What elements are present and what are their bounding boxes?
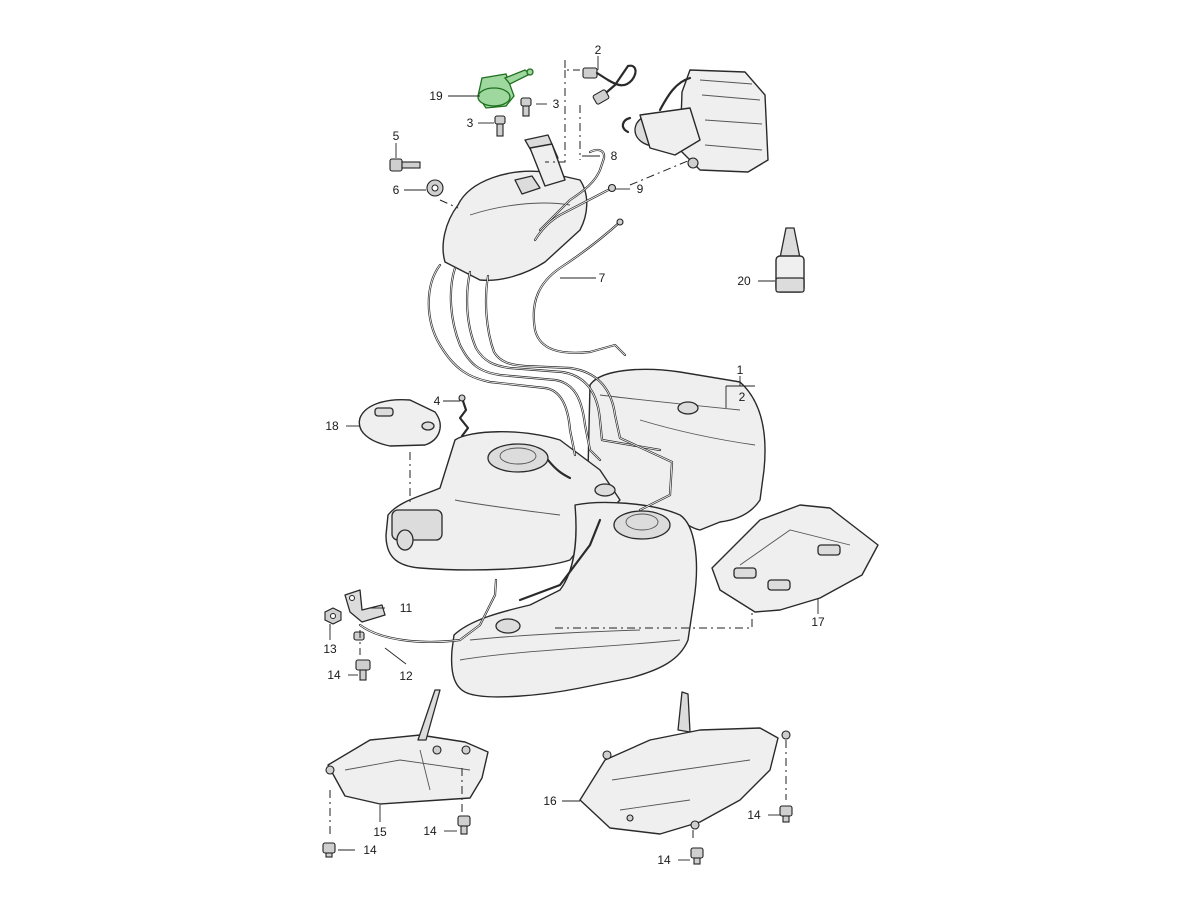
callout-3-right: 3	[553, 97, 560, 111]
clip-small-a[interactable]	[353, 631, 365, 641]
callout-5: 5	[393, 129, 400, 143]
sensor-cable-2[interactable]	[582, 64, 637, 105]
filler-pipe[interactable]	[524, 134, 566, 187]
callout-14-plate16-right: 14	[747, 808, 761, 822]
callout-13: 13	[323, 642, 337, 656]
callout-19: 19	[429, 89, 443, 103]
vent-line-8[interactable]	[538, 148, 606, 232]
skid-plate-15[interactable]	[325, 689, 489, 805]
callout-18: 18	[325, 419, 339, 433]
bolt-14d[interactable]	[779, 805, 793, 823]
hose-7[interactable]	[532, 218, 627, 357]
callout-14-plate16-bottom: 14	[657, 853, 671, 867]
callout-4: 4	[434, 394, 441, 408]
washer-6[interactable]	[426, 179, 444, 197]
nut-13[interactable]	[324, 607, 342, 625]
fuel-line-bundle[interactable]	[427, 263, 674, 602]
clip-4[interactable]	[458, 394, 470, 438]
callout-labels: 1 2 2 3 3 4 5 6 7 8 9 11 12 13 14 15 14 …	[323, 43, 825, 867]
heat-shield-17[interactable]	[711, 504, 879, 613]
callout-2-tank: 2	[739, 390, 746, 404]
callout-20: 20	[737, 274, 751, 288]
callout-7: 7	[599, 271, 606, 285]
callout-14-strap: 14	[327, 668, 341, 682]
callout-15: 15	[373, 825, 387, 839]
callout-17: 17	[811, 615, 825, 629]
callout-6: 6	[393, 183, 400, 197]
screw-5[interactable]	[389, 158, 421, 172]
fuel-tank[interactable]	[385, 368, 766, 698]
bracket-11[interactable]	[344, 589, 386, 623]
tank-strap-12[interactable]	[358, 578, 498, 643]
sealant-bottle-20[interactable]	[775, 227, 805, 293]
vent-line-9[interactable]	[533, 183, 617, 242]
callout-9: 9	[637, 182, 644, 196]
bolt-14b[interactable]	[457, 815, 471, 835]
callout-14-plate15-right: 14	[423, 824, 437, 838]
callout-1: 1	[737, 363, 744, 377]
bolt-14e[interactable]	[690, 847, 704, 865]
screw-3a[interactable]	[520, 97, 532, 117]
callout-11: 11	[400, 601, 413, 615]
callout-14-plate15-left: 14	[363, 843, 377, 857]
guide-lines	[329, 60, 787, 842]
bolt-14a[interactable]	[355, 659, 371, 681]
callout-12: 12	[399, 669, 413, 683]
callout-3-left: 3	[467, 116, 474, 130]
screw-3b[interactable]	[494, 115, 506, 137]
callout-2-cable: 2	[595, 43, 602, 57]
callout-16: 16	[543, 794, 557, 808]
callout-8: 8	[611, 149, 618, 163]
bolt-14c[interactable]	[322, 842, 336, 858]
charcoal-canister[interactable]	[621, 69, 769, 173]
skid-plate-16[interactable]	[579, 691, 791, 835]
filler-reservoir[interactable]	[442, 170, 588, 282]
leader-lines	[329, 56, 819, 861]
heat-shield-18[interactable]	[358, 398, 441, 447]
